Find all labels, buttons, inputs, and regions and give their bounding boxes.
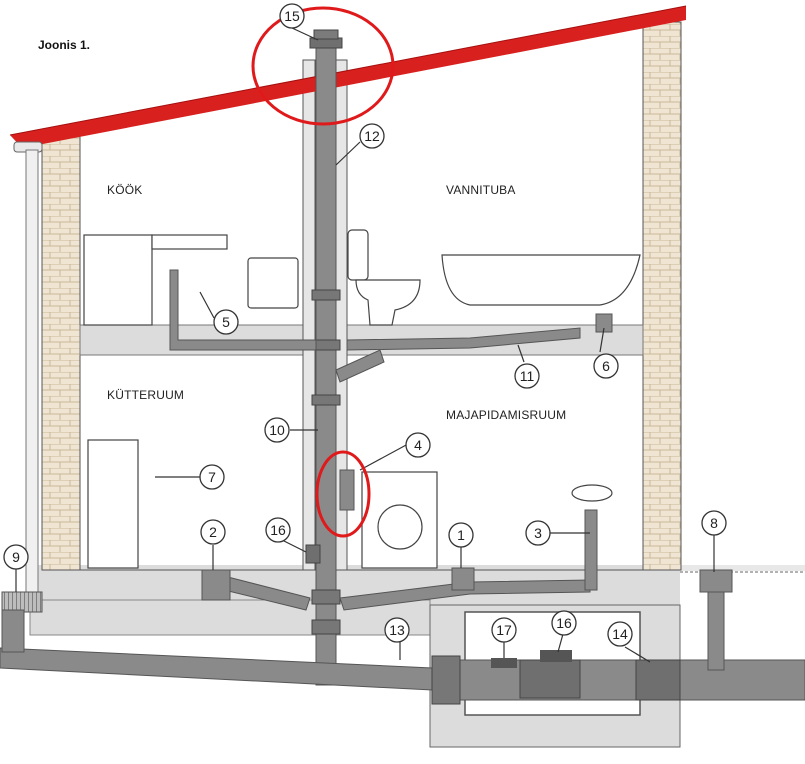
leader-lines: [15, 27, 715, 663]
callout-7: 7: [199, 464, 225, 490]
callout-8: 8: [701, 510, 727, 536]
callout-2: 2: [200, 519, 226, 545]
svg-text:1: 1: [457, 527, 465, 543]
boiler: [87, 439, 139, 569]
callout-9: 9: [3, 544, 29, 570]
kitchen-sink: [151, 234, 228, 250]
callouts: 15 12 5 6 11 4 10 7 3 1 2 16 8 9 13 17 1…: [3, 3, 727, 647]
callout-16-cleanout: 16: [551, 610, 577, 636]
bathtub: [441, 254, 641, 306]
toilet: [355, 279, 421, 326]
fixtures: [83, 229, 641, 569]
callout-5: 5: [213, 309, 239, 335]
svg-text:4: 4: [414, 437, 422, 453]
washer-door: [377, 504, 423, 550]
callout-6: 6: [593, 353, 619, 379]
callout-13: 13: [384, 617, 410, 643]
highlight-vent-cap: [251, 6, 395, 126]
branch-pipes: [169, 269, 733, 671]
callout-11: 11: [514, 363, 540, 389]
room-label-boiler-room: KÜTTERUUM: [107, 388, 185, 402]
svg-text:11: 11: [520, 368, 535, 384]
svg-text:16: 16: [270, 522, 286, 538]
radiator: [247, 257, 299, 309]
gutter-downpipe: [1, 141, 43, 613]
callout-12: 12: [359, 123, 385, 149]
toilet-tank: [347, 229, 369, 281]
callout-16-stack: 16: [265, 517, 291, 543]
svg-text:10: 10: [269, 422, 285, 438]
svg-text:3: 3: [534, 525, 542, 541]
roof: [9, 5, 687, 148]
main-stack: [305, 29, 343, 686]
room-label-kitchen: KÖÖK: [107, 183, 143, 197]
highlight-circles: [251, 6, 395, 538]
callout-15: 15: [279, 3, 305, 29]
svg-text:14: 14: [612, 626, 628, 642]
figure-label: Joonis 1.: [38, 38, 91, 52]
svg-text:16: 16: [556, 615, 572, 631]
dishwasher: [83, 234, 153, 326]
svg-text:13: 13: [389, 622, 405, 638]
svg-text:12: 12: [364, 128, 380, 144]
callout-4: 4: [405, 432, 431, 458]
room-label-utility-room: MAJAPIDAMISRUUM: [446, 408, 567, 422]
callout-10: 10: [264, 417, 290, 443]
callout-1: 1: [448, 522, 474, 548]
underground-pipe: [0, 609, 805, 705]
washbasin: [571, 484, 613, 502]
brick-walls: [41, 21, 682, 571]
callout-17: 17: [491, 617, 517, 643]
svg-text:2: 2: [209, 524, 217, 540]
callout-14: 14: [607, 621, 633, 647]
room-label-bathroom: VANNITUBA: [446, 183, 516, 197]
svg-text:6: 6: [602, 358, 610, 374]
svg-text:5: 5: [222, 314, 230, 330]
svg-text:17: 17: [496, 622, 512, 638]
svg-text:9: 9: [12, 549, 20, 565]
svg-text:8: 8: [710, 515, 718, 531]
callout-3: 3: [525, 520, 551, 546]
svg-text:7: 7: [208, 469, 216, 485]
svg-text:15: 15: [284, 8, 300, 24]
highlight-washer-trap: [315, 450, 371, 538]
